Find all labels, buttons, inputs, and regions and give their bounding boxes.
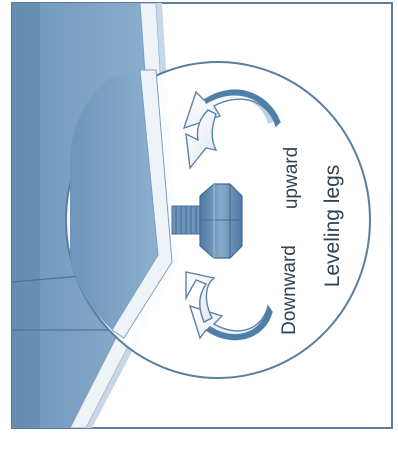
cabinet-side-shade [12, 3, 40, 428]
curved-arrow-icon [185, 271, 273, 341]
leveling-bolt [171, 183, 243, 259]
cabinet-zoom [69, 70, 158, 330]
upward-label: upward [281, 146, 302, 210]
downward-label: Downward [279, 245, 300, 335]
hex-bolt-icon [199, 183, 243, 259]
leveling-legs-label: Leveling legs [321, 164, 344, 288]
curved-arrow-icon [182, 89, 281, 170]
cabinet-zoom-edge [111, 69, 173, 339]
